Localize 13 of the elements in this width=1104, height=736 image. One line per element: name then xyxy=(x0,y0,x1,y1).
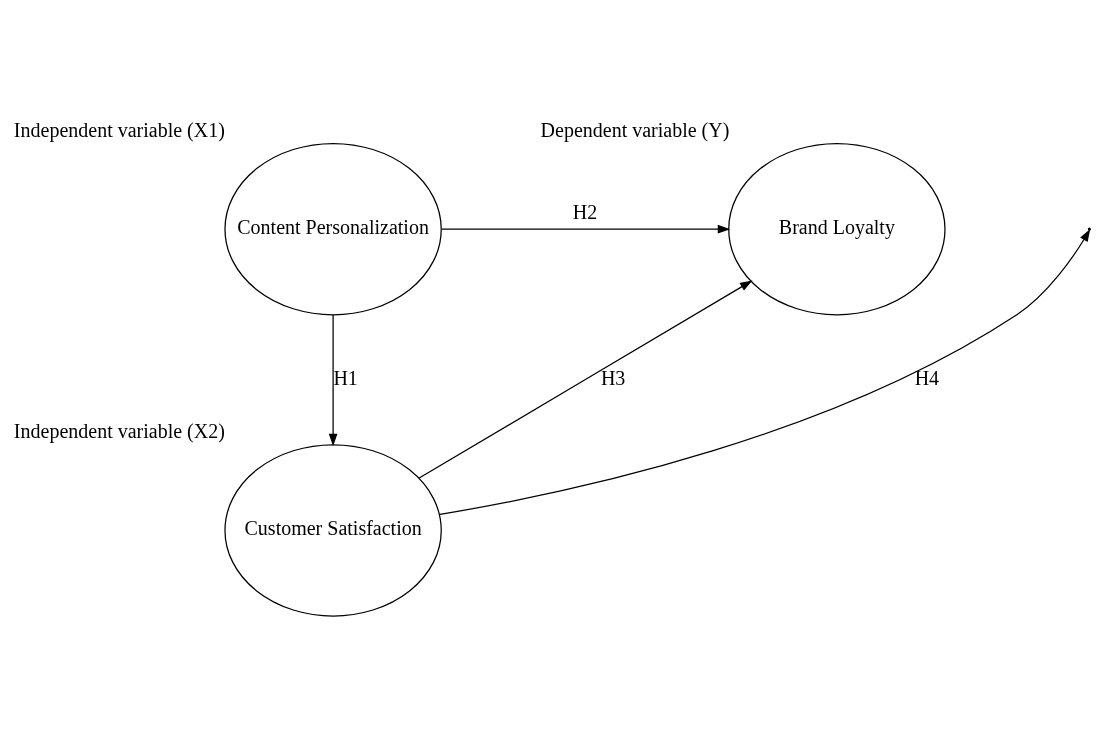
node-label: Independent variable (X2) xyxy=(13,419,225,442)
arrow xyxy=(418,279,753,479)
edge-label: H2 xyxy=(572,200,598,223)
edge-label: H3 xyxy=(600,366,626,388)
node-ellipse: Customer Satisfaction xyxy=(224,443,442,617)
edge-label: H1 xyxy=(333,366,358,388)
node-ellipse: Brand Loyalty xyxy=(728,142,946,315)
edge-label: H4 xyxy=(914,366,940,388)
node-label: Independent variable (X1) xyxy=(13,118,225,141)
node-label: Dependent variable (Y) xyxy=(540,118,730,141)
node-ellipse: Content Personalization xyxy=(224,142,442,315)
arrow xyxy=(328,313,338,446)
arrow xyxy=(441,224,731,233)
